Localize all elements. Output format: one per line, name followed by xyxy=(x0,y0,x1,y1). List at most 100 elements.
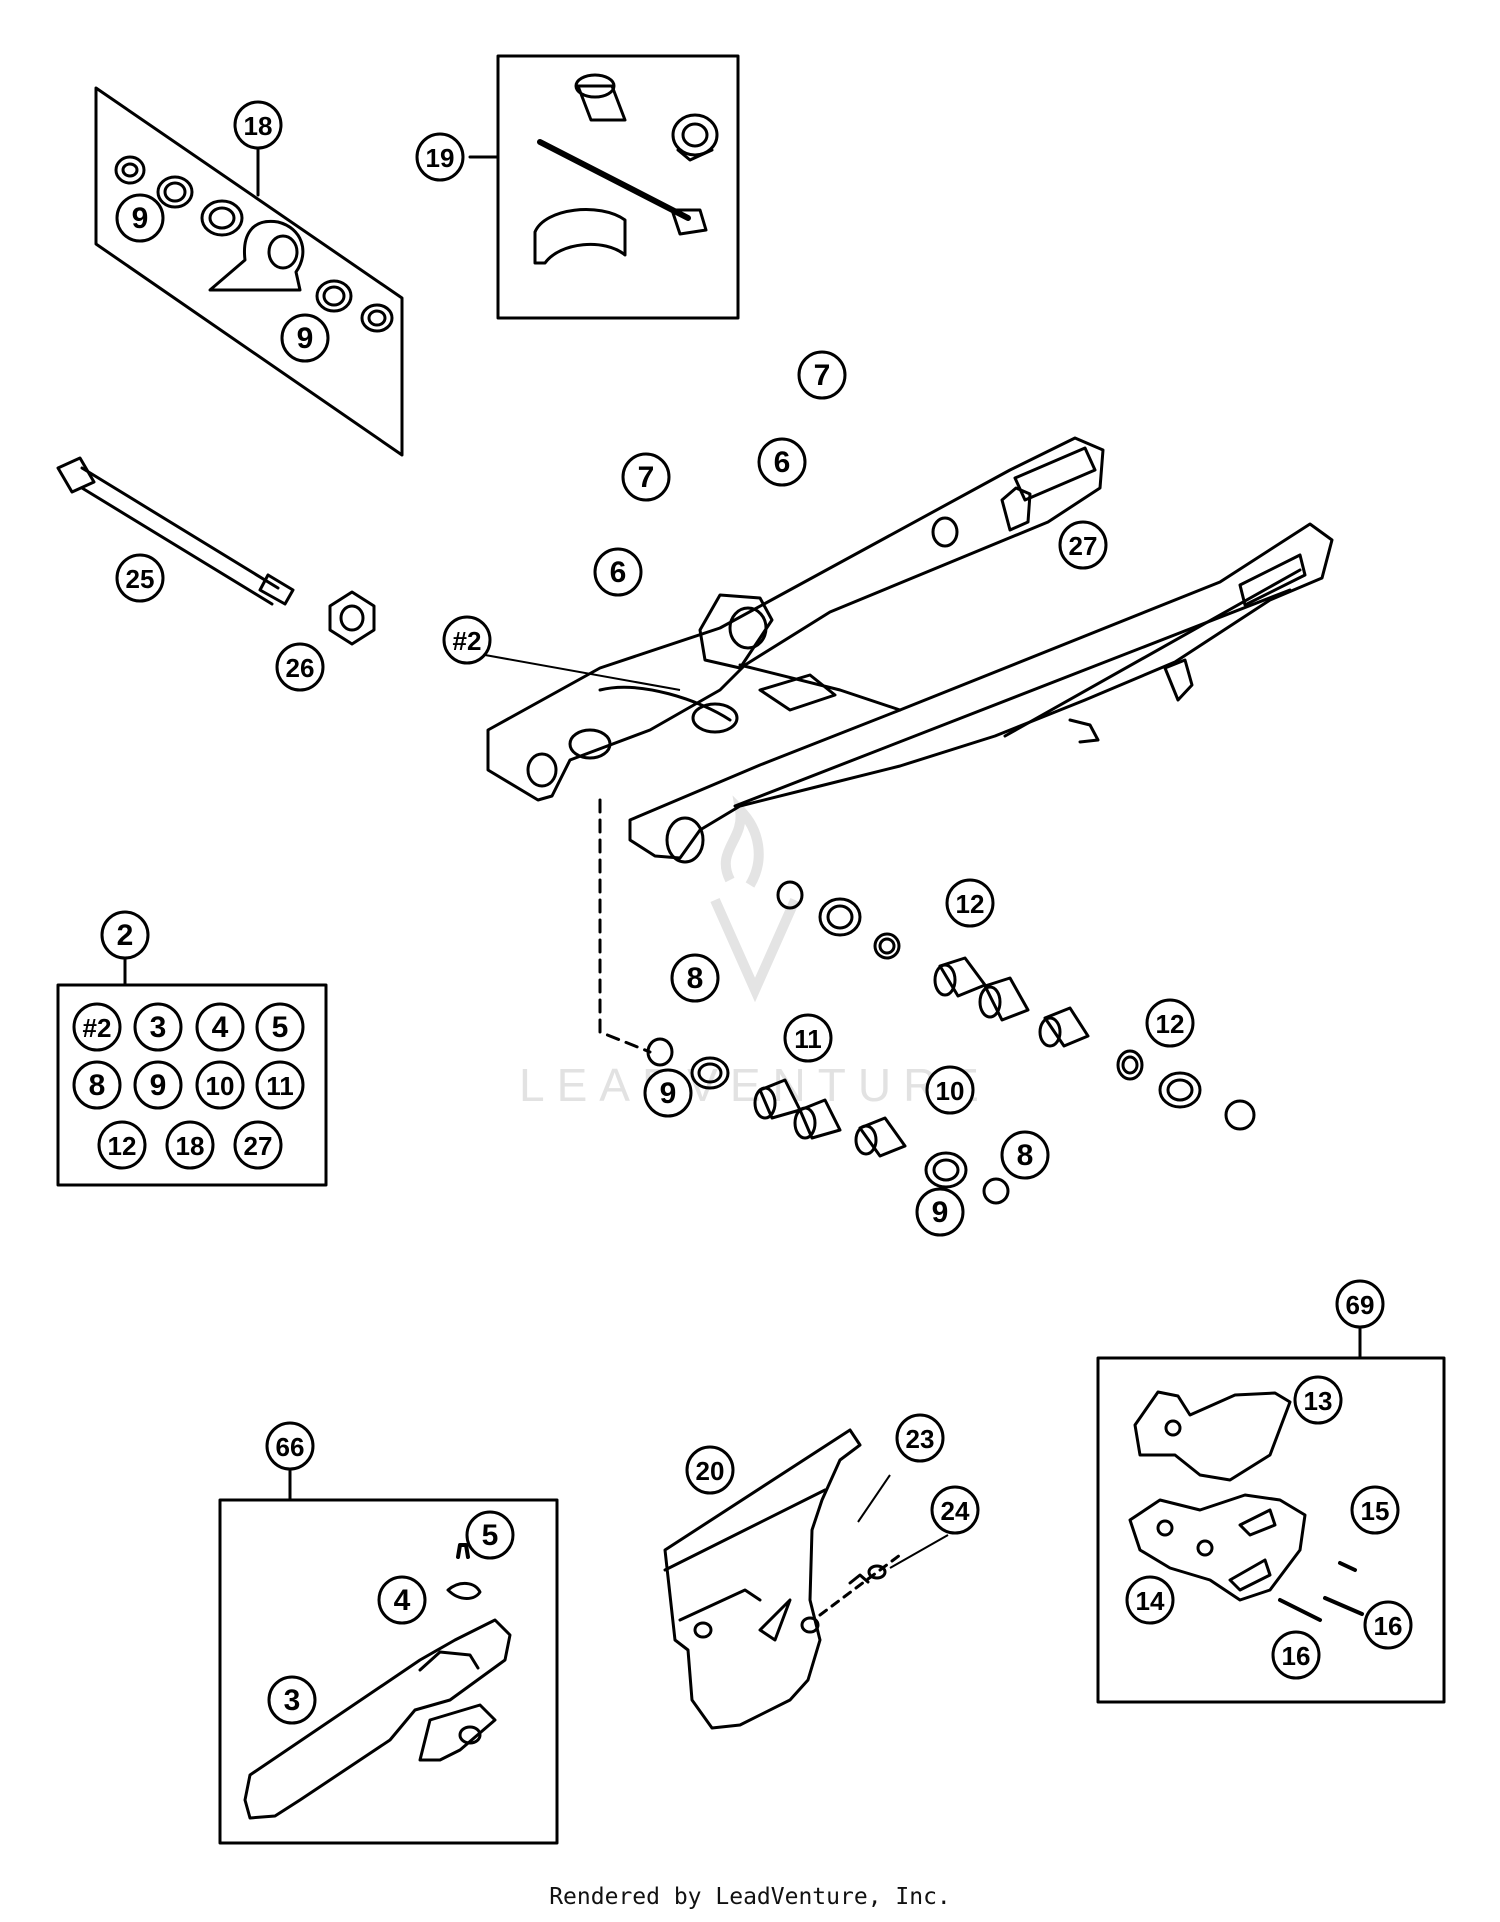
kit-2-item-number: 10 xyxy=(206,1071,235,1101)
callout-number: 10 xyxy=(936,1076,965,1106)
callout-c14: 14 xyxy=(1125,1575,1175,1625)
callout-number: 69 xyxy=(1346,1290,1375,1320)
callout-circle xyxy=(275,642,325,692)
callout-circle xyxy=(757,437,807,487)
callout-number: 6 xyxy=(774,446,791,479)
callout-circle xyxy=(1335,1279,1385,1329)
callout-c7a: 7 xyxy=(797,350,847,400)
kit-2-item-circle xyxy=(72,1002,122,1052)
callout-number: 9 xyxy=(932,1196,949,1229)
kit-2-box xyxy=(56,983,328,1187)
callout-number: 13 xyxy=(1304,1386,1333,1416)
kit-2-item: 4 xyxy=(195,1002,245,1052)
callout-c15: 15 xyxy=(1350,1485,1400,1535)
callout-number: 12 xyxy=(956,889,985,919)
callout-number: 12 xyxy=(1156,1009,1185,1039)
chain-guard xyxy=(663,1428,902,1730)
kit-2-item: 8 xyxy=(72,1060,122,1110)
callout-number: 14 xyxy=(1136,1586,1165,1616)
callout-number: 2 xyxy=(117,919,134,952)
callout-number: 26 xyxy=(286,653,315,683)
callout-c16a: 16 xyxy=(1363,1600,1413,1650)
callout-circle xyxy=(915,1187,965,1237)
callout-circle xyxy=(670,953,720,1003)
callout-c2: 2 xyxy=(100,910,150,960)
kit-2-item: 11 xyxy=(255,1060,305,1110)
kit-2-item-circle xyxy=(195,1060,245,1110)
bearing-kit-18-panel xyxy=(94,86,404,457)
callout-number: 6 xyxy=(610,556,627,589)
callout-circle xyxy=(1363,1600,1413,1650)
callout-number: 8 xyxy=(687,962,704,995)
callout-circle xyxy=(1125,1575,1175,1625)
callout-circle xyxy=(945,878,995,928)
kit-2-item-number: 27 xyxy=(244,1131,273,1161)
callout-c9b: 9 xyxy=(280,313,330,363)
callout-c8a: 8 xyxy=(670,953,720,1003)
kit-2-item: 3 xyxy=(133,1002,183,1052)
callout-c66: 66 xyxy=(265,1421,315,1471)
callout-c11: 11 xyxy=(783,1013,833,1063)
callout-number: 18 xyxy=(244,111,273,141)
pivot-axle xyxy=(56,456,295,606)
callout-circle xyxy=(267,1675,317,1725)
callout-number: 27 xyxy=(1069,531,1098,561)
watermark-logo-icon xyxy=(710,795,800,1003)
callout-c19: 19 xyxy=(415,132,465,182)
callout-c9a: 9 xyxy=(115,193,165,243)
kit-2-item-circle xyxy=(133,1002,183,1052)
callout-number: 16 xyxy=(1374,1611,1403,1641)
callout-circle xyxy=(415,132,465,182)
kit-2-item-number: 4 xyxy=(212,1011,229,1044)
callout-number: 16 xyxy=(1282,1641,1311,1671)
kit-2-item-circle xyxy=(133,1060,183,1110)
callout-number: 20 xyxy=(696,1456,725,1486)
watermark: LEADVENTURE xyxy=(519,795,979,1111)
callout-circle xyxy=(643,1068,693,1118)
callout-circle xyxy=(377,1575,427,1625)
kit-2-item: 12 xyxy=(97,1120,147,1170)
callout-c69: 69 xyxy=(1335,1279,1385,1329)
callout-c27: 27 xyxy=(1058,520,1108,570)
callout-number: 24 xyxy=(941,1496,970,1526)
callout-c4: 4 xyxy=(377,1575,427,1625)
kit-2-item-number: 8 xyxy=(89,1069,106,1102)
callout-c20: 20 xyxy=(685,1445,735,1495)
callout-circle xyxy=(115,553,165,603)
kit-2-item: 10 xyxy=(195,1060,245,1110)
callout-circle xyxy=(1271,1630,1321,1680)
kit-2-item: #2 xyxy=(72,1002,122,1052)
callout-number: 9 xyxy=(297,322,314,355)
callout-number: 5 xyxy=(482,1519,499,1552)
callout-number: 15 xyxy=(1361,1496,1390,1526)
callout-c26: 26 xyxy=(275,642,325,692)
callout-c13: 13 xyxy=(1293,1375,1343,1425)
callout-number: 8 xyxy=(1017,1139,1034,1172)
callout-number: 23 xyxy=(906,1424,935,1454)
callout-circle xyxy=(1350,1485,1400,1535)
callout-number: 4 xyxy=(394,1584,411,1617)
callout-c3: 3 xyxy=(267,1675,317,1725)
callout-circle xyxy=(280,313,330,363)
callout-c18: 18 xyxy=(233,100,283,150)
callout-number: 19 xyxy=(426,143,455,173)
callout-circle xyxy=(621,452,671,502)
callout-circle xyxy=(925,1065,975,1115)
callout-circle xyxy=(1058,520,1108,570)
kit-2-item-circle xyxy=(97,1120,147,1170)
callout-c6a: 6 xyxy=(757,437,807,487)
callout-c7b: 7 xyxy=(621,452,671,502)
callout-c24: 24 xyxy=(930,1485,980,1535)
pivot-nut xyxy=(328,590,376,646)
callout-c10: 10 xyxy=(925,1065,975,1115)
callout-circle xyxy=(442,615,492,665)
callout-circle xyxy=(930,1485,980,1535)
swingarm-body xyxy=(486,436,1334,864)
callout-circle xyxy=(685,1445,735,1495)
kit-2-item-circle xyxy=(72,1060,122,1110)
callout-circle xyxy=(1293,1375,1343,1425)
alignment-line xyxy=(598,798,652,1054)
callout-circle xyxy=(797,350,847,400)
